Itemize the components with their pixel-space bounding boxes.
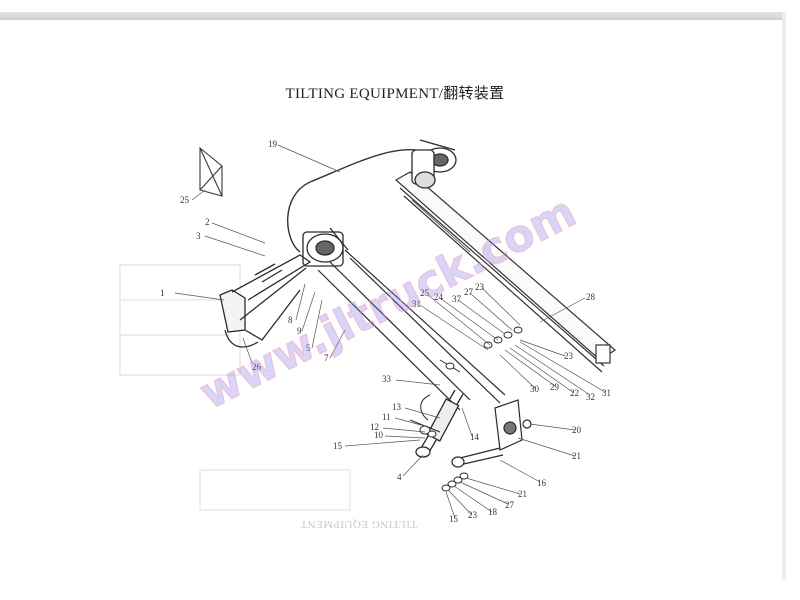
callout-31b: 31 (602, 388, 611, 398)
callout-24: 24 (434, 292, 444, 302)
callout-18: 18 (488, 507, 498, 517)
cab-mount-rail-28 (394, 171, 616, 373)
leader-lines (174, 144, 606, 519)
scan-right-border (782, 12, 786, 580)
callout-23a: 23 (475, 282, 485, 292)
callout-9: 9 (297, 326, 302, 336)
callout-3: 3 (196, 231, 201, 241)
callout-20: 20 (572, 425, 582, 435)
upper-pivot-assembly (411, 139, 457, 189)
page-title: TILTING EQUIPMENT/翻转装置 (285, 86, 505, 102)
callout-25: 25 (180, 195, 190, 205)
callout-23c: 23 (468, 510, 478, 520)
callout-37: 37 (452, 294, 462, 304)
callout-numbers: 1 2 3 19 25 26 8 9 5 7 33 13 11 12 10 15… (160, 139, 611, 524)
lower-bracket-assembly (451, 399, 532, 468)
callout-32: 32 (586, 392, 595, 402)
tilt-frame-1 (219, 254, 312, 348)
washers-nuts (441, 472, 469, 492)
callout-25b: 25 (420, 288, 430, 298)
callout-5: 5 (306, 343, 311, 353)
callout-27: 27 (464, 287, 474, 297)
callout-4: 4 (397, 472, 402, 482)
callout-6: 26 (252, 362, 262, 372)
callout-2: 2 (205, 217, 210, 227)
part-25-bracket (199, 146, 223, 197)
callout-27b: 27 (505, 500, 515, 510)
callout-30: 30 (530, 384, 540, 394)
lower-pivot-assembly (302, 227, 349, 267)
callout-8: 8 (288, 315, 293, 325)
callout-15: 15 (333, 441, 343, 451)
callout-11: 11 (382, 412, 391, 422)
callout-21: 21 (572, 451, 581, 461)
rail-fasteners (439, 326, 523, 373)
callout-19: 19 (268, 139, 278, 149)
callout-1: 1 (160, 288, 165, 298)
tilt-beam (317, 249, 506, 411)
callout-28: 28 (586, 292, 596, 302)
callout-10: 10 (374, 430, 384, 440)
callout-16: 16 (537, 478, 547, 488)
callout-7: 7 (324, 353, 329, 363)
callout-15b: 15 (449, 514, 459, 524)
callout-14: 14 (470, 432, 480, 442)
callout-13: 13 (392, 402, 402, 412)
callout-33: 33 (382, 374, 392, 384)
callout-31a: 31 (412, 299, 421, 309)
scan-artifacts (119, 264, 351, 511)
callout-22: 22 (570, 388, 579, 398)
callout-21b: 21 (518, 489, 527, 499)
hose-19 (287, 148, 426, 253)
callout-29: 29 (550, 382, 560, 392)
callout-12: 12 (370, 422, 379, 432)
callout-23b: 23 (564, 351, 574, 361)
scan-top-border (0, 12, 784, 20)
